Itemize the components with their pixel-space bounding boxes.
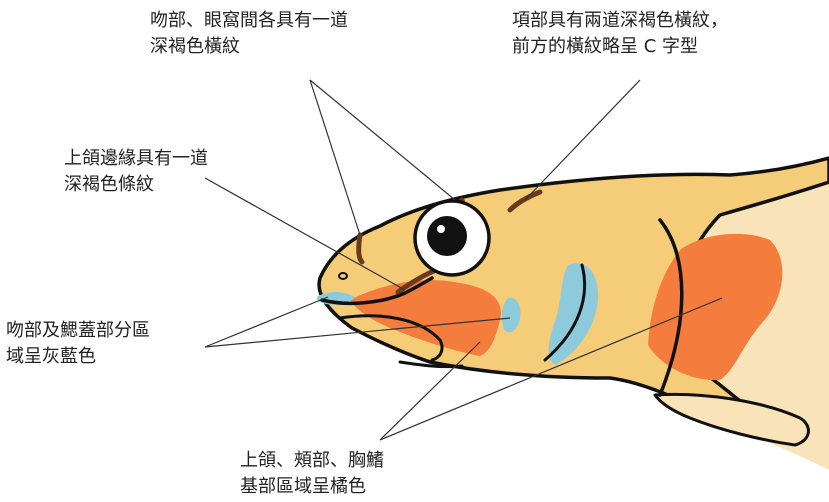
leader-opercle-blue — [204, 317, 511, 348]
eye-pupil — [427, 216, 467, 256]
opercle-line — [658, 218, 684, 397]
label-line: 吻部、眼窩間各具有一道 — [150, 10, 348, 31]
leader-lines — [204, 79, 723, 441]
label-orange-regions: 上頜、頰部、胸鰭 基部區域呈橘色 — [240, 448, 384, 500]
label-line: 上頜、頰部、胸鰭 — [240, 450, 384, 471]
mouth-line — [320, 276, 434, 306]
label-snout-opercle-blue: 吻部及鰓蓋部分區 域呈灰藍色 — [6, 318, 150, 370]
nape-brown-bar-c — [507, 189, 543, 213]
label-line: 深褐色條紋 — [64, 174, 154, 195]
label-line: 深褐色橫紋 — [150, 36, 240, 57]
label-line: 前方的橫紋略呈 C 字型 — [512, 36, 699, 57]
label-nape-bars: 項部具有兩道深褐色橫紋， 前方的橫紋略呈 C 字型 — [512, 8, 728, 60]
label-line: 項部具有兩道深褐色橫紋， — [512, 10, 728, 31]
leader-interorbital-bar — [309, 79, 456, 201]
leader-upper-jaw-edge — [204, 177, 406, 291]
cheek-curve-line — [543, 263, 587, 362]
label-line: 域呈灰藍色 — [6, 346, 96, 367]
pectoral-fin — [653, 392, 810, 447]
label-line: 基部區域呈橘色 — [240, 476, 366, 497]
leader-snout-bar — [309, 79, 361, 236]
chin-line — [398, 360, 464, 369]
label-line: 上頜邊緣具有一道 — [64, 148, 208, 169]
leader-pectoral-orange — [379, 297, 723, 441]
leader-nape-bar — [524, 79, 641, 201]
cheek-blue-patch-small — [501, 297, 521, 333]
leader-cheek-orange — [379, 341, 481, 441]
lower-jaw-line — [338, 314, 444, 362]
label-upper-jaw-edge: 上頜邊緣具有一道 深褐色條紋 — [64, 146, 208, 198]
eye-highlight — [437, 225, 445, 233]
snout-brown-bar — [356, 232, 365, 265]
leader-snout-blue — [204, 296, 329, 348]
label-snout-orbit-bars: 吻部、眼窩間各具有一道 深褐色橫紋 — [150, 8, 348, 60]
nostril — [338, 272, 348, 280]
label-line: 吻部及鰓蓋部分區 — [6, 320, 150, 341]
